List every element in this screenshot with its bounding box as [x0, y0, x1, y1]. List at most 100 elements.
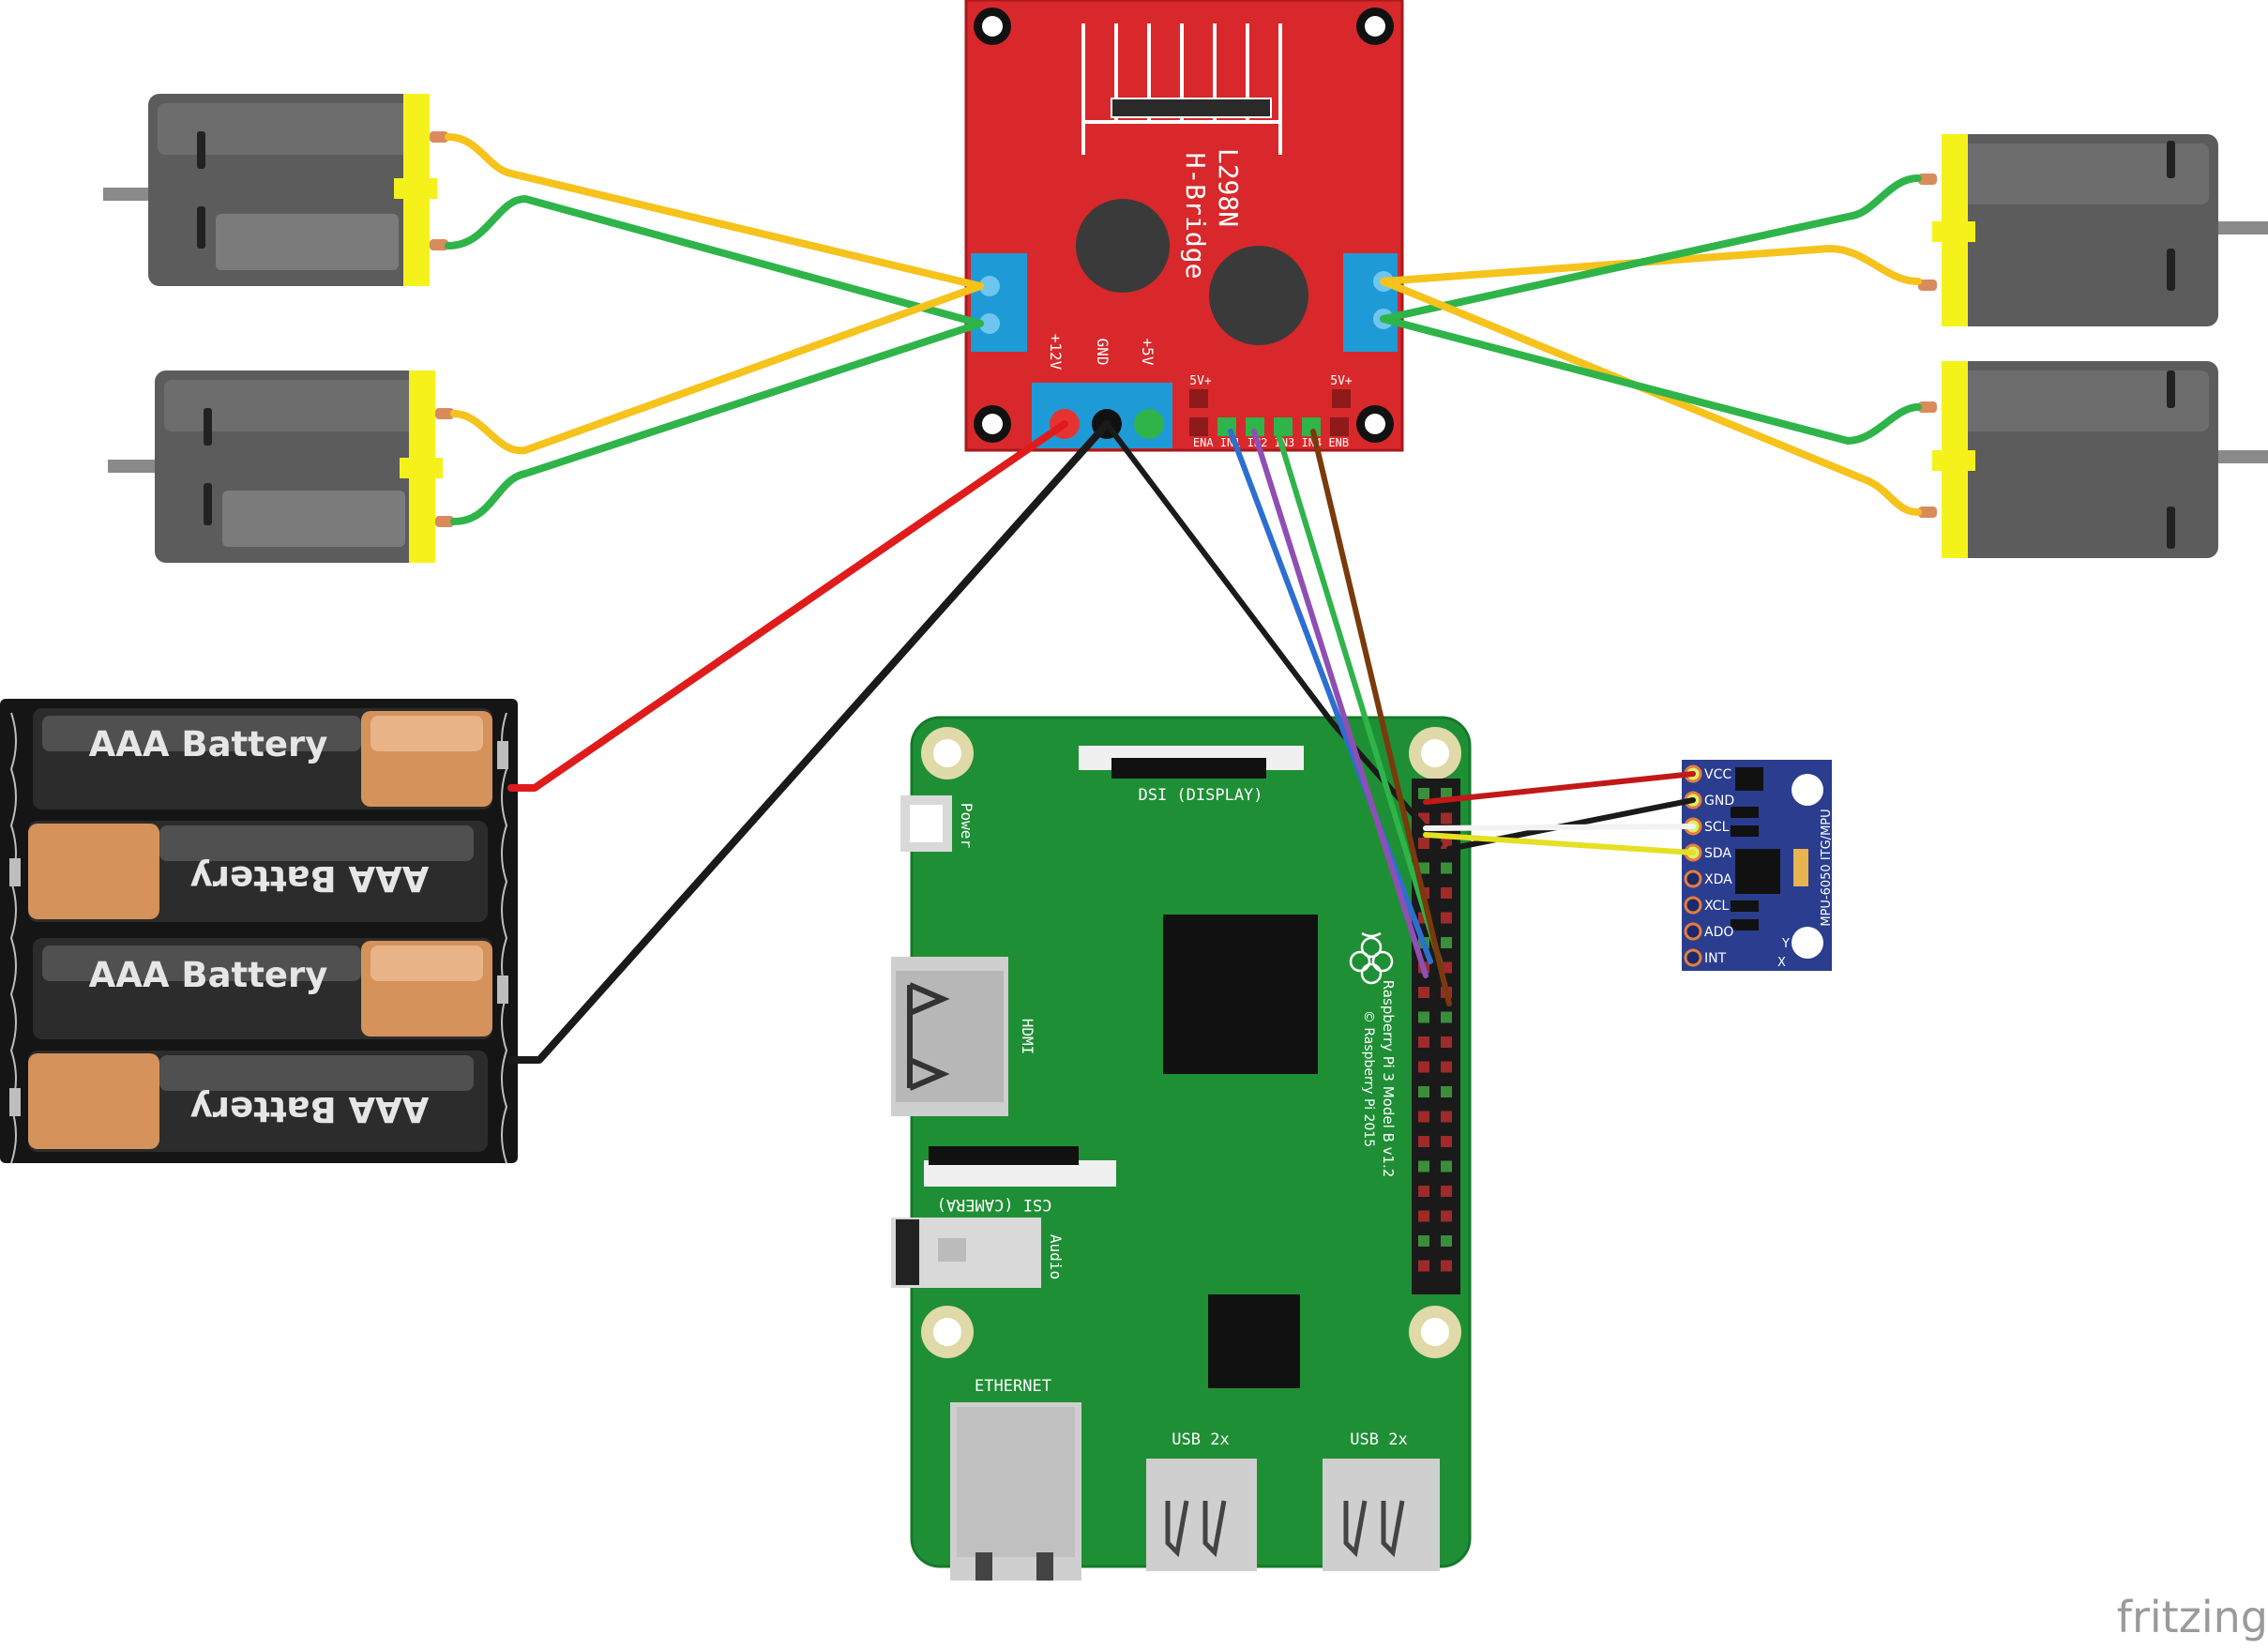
gpio-pin	[1441, 1061, 1452, 1073]
wire-mpu-sda	[1423, 832, 1696, 855]
wire-in3-green	[1275, 429, 1443, 964]
power-label: Power	[958, 803, 975, 849]
gpio-pin	[1418, 1210, 1429, 1222]
l298n-hbridge: L298N H-Bridge +12V GND +5V 5V+ 5V+ ENA …	[964, 0, 1404, 452]
gpio-pin	[1441, 1235, 1452, 1247]
mpu-pin	[1684, 896, 1702, 915]
wire-motor-tr-yellow	[1380, 245, 1922, 285]
gpio-pin	[1418, 1011, 1429, 1023]
wire-motor-bl-green	[450, 320, 984, 525]
soc-chip	[1163, 915, 1318, 1074]
dc-motor-top-right	[1918, 134, 2268, 326]
gpio-pin	[1441, 1260, 1452, 1272]
jumper-label-left: 5V+	[1189, 374, 1212, 388]
mpu-axis-x: X	[1777, 956, 1786, 970]
gpio-pin	[1441, 1136, 1452, 1147]
mpu-pin	[1684, 948, 1702, 967]
wire-motor-tr-green	[1380, 174, 1922, 323]
motor-terminal-a	[971, 253, 1027, 352]
battery-label-1: AAA Battery	[89, 724, 328, 764]
wire-motor-bl-yellow	[450, 282, 984, 455]
mpu-pin-label: XDA	[1704, 872, 1732, 887]
copyright-label: © Raspberry Pi 2015	[1361, 1010, 1376, 1147]
wire-motor-br-yellow	[1380, 278, 1922, 516]
raspberry-logo-icon	[1349, 931, 1394, 985]
wire-motor-tl-green	[445, 195, 984, 327]
gpio-pin	[1441, 1111, 1452, 1123]
gpio-pin	[1441, 1210, 1452, 1222]
gpio-pin	[1418, 862, 1429, 874]
usb-label-1: USB 2x	[1172, 1430, 1229, 1449]
gpio-pin	[1441, 862, 1452, 874]
jumper-label-right: 5V+	[1330, 374, 1353, 388]
mpu-pin-label: GND	[1704, 794, 1734, 809]
wire-motor-tl-yellow	[445, 133, 984, 290]
dc-motor-top-left	[103, 94, 448, 286]
wire-motor-br-green	[1380, 315, 1922, 445]
mpu-axis-y: Y	[1781, 937, 1790, 951]
gpio-pin	[1418, 1160, 1429, 1172]
logic-pin	[1330, 417, 1349, 436]
raspberry-pi-board: DSI (DISPLAY) Power HDMI CSI (CAMERA) Au…	[891, 716, 1472, 1581]
usb-port-1	[1146, 1459, 1257, 1571]
aaa-battery-2: AAA Battery	[28, 821, 488, 922]
usb-label-2: USB 2x	[1350, 1430, 1407, 1449]
motor-terminal-b	[1343, 253, 1398, 352]
gpio-pin	[1418, 1061, 1429, 1073]
wire-mpu-vcc	[1423, 771, 1696, 805]
csi-label: CSI (CAMERA)	[937, 1195, 1052, 1214]
battery-label-3: AAA Battery	[89, 955, 328, 995]
mpu-pin-label: ADO	[1704, 925, 1733, 940]
gpio-pin	[1441, 1186, 1452, 1197]
wire-in1-blue	[1228, 429, 1433, 964]
ethernet-label: ETHERNET	[975, 1377, 1051, 1396]
battery-pack	[0, 699, 518, 1164]
aaa-battery-3: AAA Battery	[33, 938, 492, 1039]
gpio-pin	[1418, 1260, 1429, 1272]
gpio-pin	[1418, 838, 1429, 849]
hbridge-title-2: H-Bridge	[1180, 153, 1211, 280]
gpio-pin	[1418, 1111, 1429, 1123]
gpio-pin	[1418, 788, 1429, 799]
mpu-board-label: MPU-6050 ITG/MPU	[1820, 809, 1834, 926]
gpio-pin	[1418, 1235, 1429, 1247]
aaa-battery-4: AAA Battery	[28, 1051, 488, 1152]
gpio-pin	[1418, 1186, 1429, 1197]
mpu-pin-label: XCL	[1704, 899, 1729, 914]
gpio-pin	[1441, 1160, 1452, 1172]
logic-pin-labels: ENA IN1 IN2 IN3 IN4 ENB	[1193, 436, 1349, 449]
gpio-pin	[1418, 1136, 1429, 1147]
gpio-pin	[1441, 1086, 1452, 1097]
logic-pin	[1246, 417, 1264, 436]
pin-label-12v: +12V	[1047, 334, 1065, 371]
wire-in2-purple	[1251, 429, 1429, 978]
hbridge-title-1: L298N	[1213, 148, 1244, 227]
wire-battery-red	[507, 420, 1068, 792]
hdmi-label: HDMI	[1019, 1019, 1036, 1055]
gpio-pin	[1441, 788, 1452, 799]
mpu-pin-label: VCC	[1704, 767, 1731, 782]
gpio-pin	[1441, 1011, 1452, 1023]
gpio-pin	[1441, 1036, 1452, 1048]
mpu-pin-label: INT	[1704, 951, 1727, 966]
dc-motor-bottom-right	[1918, 361, 2268, 558]
gpio-pin	[1418, 987, 1429, 998]
dc-motor-bottom-left	[108, 371, 454, 563]
mpu-pin-label: SCL	[1704, 820, 1730, 835]
wires	[445, 133, 1922, 1064]
model-label: Raspberry Pi 3 Model B v1.2	[1380, 980, 1397, 1178]
fritzing-watermark: fritzing	[2117, 1592, 2268, 1642]
audio-label: Audio	[1047, 1234, 1065, 1279]
pin-label-5v: +5V	[1139, 339, 1157, 366]
pin-label-gnd: GND	[1094, 339, 1111, 366]
battery-label-2: AAA Battery	[190, 858, 430, 899]
wire-in4-brown	[1310, 429, 1452, 1006]
gpio-pin	[1441, 887, 1452, 899]
mpu6050-sensor: VCC GND SCL SDA XDA XCL ADO INT MPU-6050 ITG/MP…	[1682, 760, 1834, 971]
gpio-pin	[1441, 812, 1452, 824]
mpu-pin-label: SDA	[1704, 846, 1731, 861]
dsi-label: DSI (DISPLAY)	[1138, 786, 1263, 805]
wire-mpu-scl	[1423, 824, 1696, 831]
logic-pin	[1189, 417, 1208, 436]
